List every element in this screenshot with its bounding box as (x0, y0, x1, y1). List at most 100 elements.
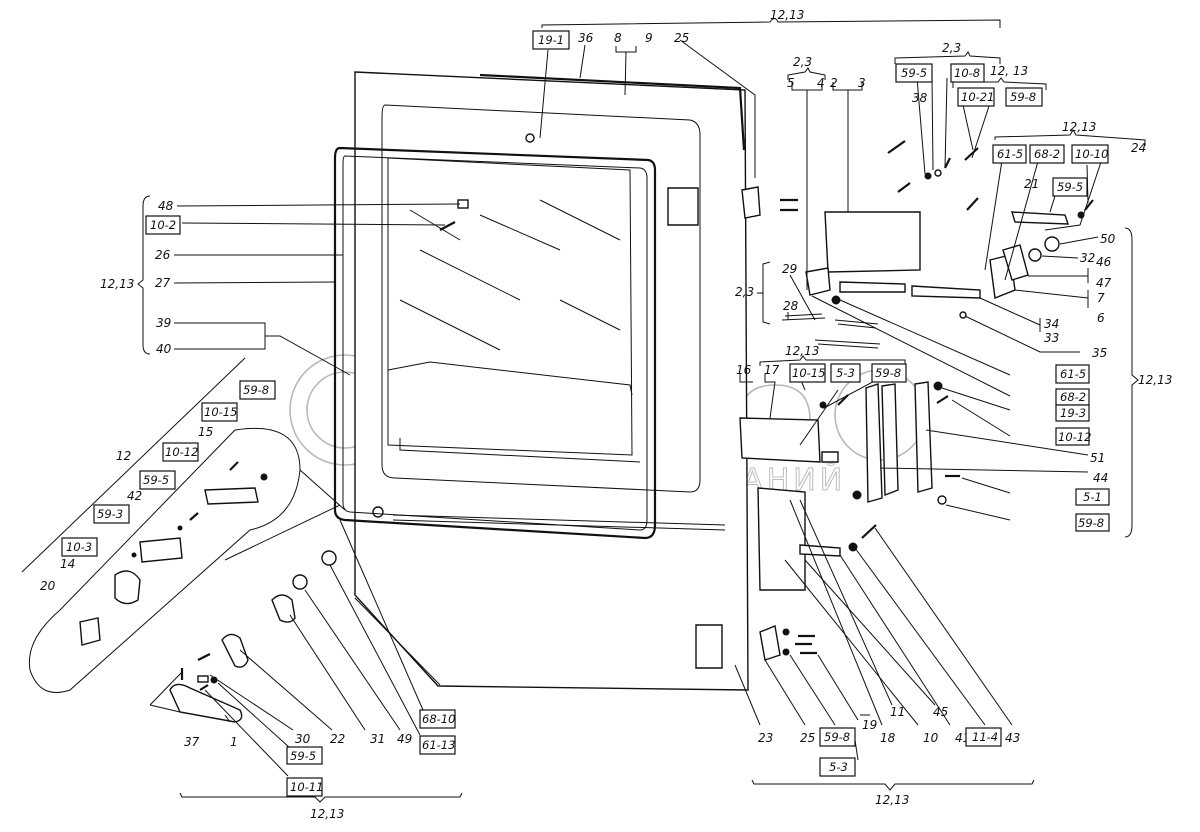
seal-ring-61-13 (321, 550, 337, 566)
callout: 51 (1090, 451, 1105, 465)
lock-cylinder-20 (79, 617, 101, 646)
callout: 45 (933, 705, 948, 719)
callout: 42 (127, 489, 142, 503)
bolt-43 (861, 524, 877, 539)
lock-body-2-3 (824, 211, 921, 273)
callout: 26 (155, 248, 171, 262)
callout-box: 68-2 (1029, 144, 1065, 164)
window-lower-channel (399, 438, 641, 463)
bolt-10-10 (1084, 199, 1094, 211)
detail-bubble-outline (28, 427, 301, 693)
spring-29 (834, 319, 879, 329)
brace-2-3-a (787, 67, 826, 80)
svg-text:10-8: 10-8 (954, 66, 980, 80)
lock-latch-lever-5 (805, 267, 831, 296)
svg-text:59-5: 59-5 (290, 749, 316, 763)
brace-bottom-left (179, 792, 463, 803)
svg-text:59-8: 59-8 (875, 366, 901, 380)
latch-bracket-10 (757, 487, 806, 591)
washer-59-8-b2 (782, 648, 790, 656)
callout-box: 11-4 (965, 727, 1002, 747)
bracket-15 (204, 487, 259, 505)
brace-bottom-right (751, 779, 1035, 791)
callout: 32 (1080, 251, 1095, 265)
callout-box: 59-5 (286, 746, 323, 765)
nut-19-3 (933, 381, 943, 391)
washer-59-8-r (937, 495, 947, 505)
brace-hinge (759, 355, 906, 368)
callout: 4 (817, 76, 825, 90)
callout-box: 10-12 (1055, 427, 1091, 446)
callout-box: 59-8 (819, 727, 856, 747)
callout: 30 (295, 732, 311, 746)
svg-text:19-3: 19-3 (1060, 406, 1086, 420)
top-seal-strip-36 (479, 73, 746, 151)
callout-box: 10-11 (286, 777, 323, 797)
svg-text:59-8: 59-8 (1078, 516, 1104, 530)
bushing-32 (1028, 248, 1042, 262)
callout: 24 (1131, 141, 1146, 155)
washer-59-8-l (260, 473, 268, 481)
group-label: 12, 13 (990, 64, 1028, 78)
callout: 9 (645, 31, 653, 45)
callout: 10 (923, 731, 939, 745)
svg-text:10-10: 10-10 (1075, 147, 1108, 161)
callout-box: 10-8 (950, 63, 985, 83)
callout: 15 (198, 425, 213, 439)
svg-text:10-21: 10-21 (961, 90, 994, 104)
callout: 36 (578, 31, 594, 45)
inner-handle-a (865, 383, 883, 503)
svg-text:10-15: 10-15 (792, 366, 825, 380)
callout: 1 (230, 735, 238, 749)
window-glass (387, 157, 633, 456)
group-label: 2,3 (735, 285, 754, 299)
callout-box: 10-15 (201, 402, 238, 422)
callout: 18 (880, 731, 896, 745)
door-window-opening (381, 104, 701, 493)
callout-box: 59-8 (871, 363, 907, 383)
svg-text:61-13: 61-13 (422, 738, 455, 752)
glass-seal-26 (342, 155, 648, 531)
washer-59-8-b (782, 628, 790, 636)
callout-box: 5-3 (830, 363, 861, 383)
callout: 27 (155, 276, 171, 290)
group-label: 2,3 (942, 41, 961, 55)
detail-leader-1 (224, 504, 341, 561)
callout: 21 (1024, 177, 1039, 191)
gasket-plate-31 (271, 594, 296, 623)
svg-text:5-3: 5-3 (836, 366, 855, 380)
glass-seal-27 (333, 146, 657, 540)
callout: 17 (764, 363, 780, 377)
callout: 44 (1093, 471, 1108, 485)
callout: 46 (1096, 255, 1112, 269)
screw-10-12-l (189, 512, 199, 521)
callout: 48 (158, 199, 174, 213)
callout: 19 (862, 718, 877, 732)
screw-10-11 (199, 684, 209, 691)
callout: 38 (912, 91, 928, 105)
spring-long (814, 339, 881, 349)
lower-hinge (695, 624, 723, 669)
callout-box: 5-1 (1075, 488, 1110, 506)
springs (781, 313, 881, 349)
callout: 31 (370, 732, 385, 746)
svg-text:59-3: 59-3 (97, 507, 123, 521)
detail-leader-2 (299, 469, 346, 511)
callout-box: 19-3 (1055, 404, 1090, 422)
leader-lines (137, 39, 1106, 777)
glass-run-channel (387, 361, 633, 396)
door-hole (372, 506, 384, 518)
callout: 22 (330, 732, 345, 746)
callout-box: 61-5 (992, 144, 1027, 164)
callout: 25 (800, 731, 815, 745)
callout-box: 59-8 (1075, 513, 1110, 532)
svg-text:10-12: 10-12 (1058, 430, 1091, 444)
callout: 35 (1092, 346, 1107, 360)
door-outer-panel (354, 71, 749, 691)
callout: 8 (614, 31, 622, 45)
bolt-upper-left (887, 140, 906, 154)
glass-assembly (333, 146, 657, 540)
bracket-42 (139, 537, 183, 563)
callout-box: 10-3 (61, 537, 98, 557)
